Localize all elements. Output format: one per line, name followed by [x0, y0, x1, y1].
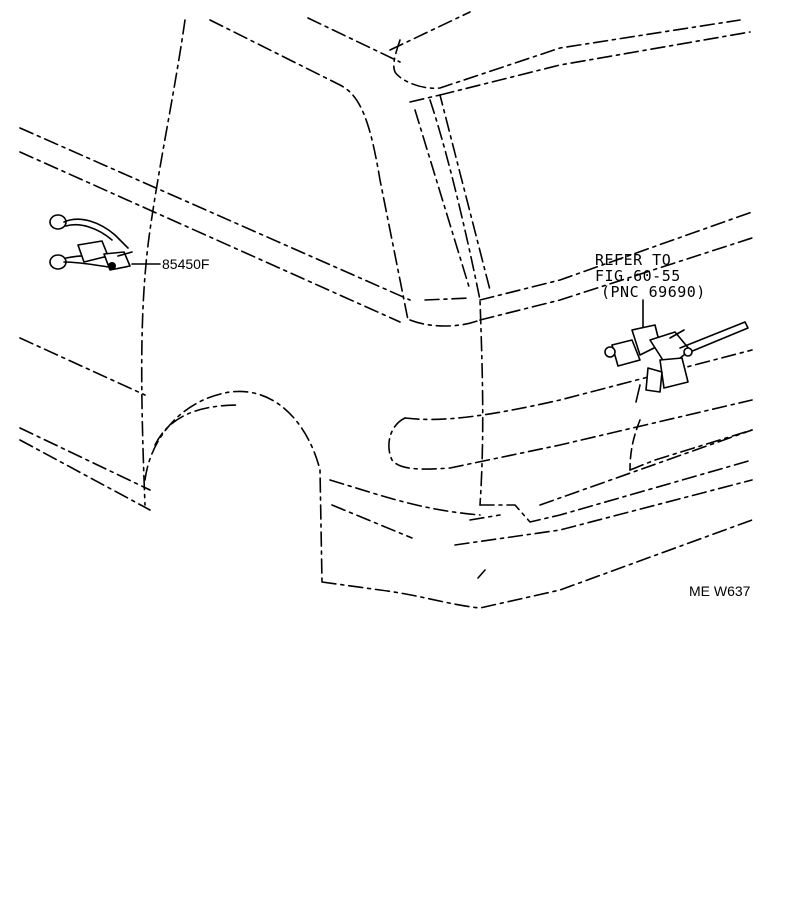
reference-note: REFER TO FIG.60-55 (PNC 69690) — [595, 251, 706, 301]
part-number-label: 85450F — [162, 256, 209, 272]
door-lock-assembly — [604, 299, 749, 403]
reference-note-line3: (PNC 69690) — [601, 283, 706, 301]
wire-harness-part — [49, 214, 161, 271]
reference-note-line2: FIG.60-55 — [595, 267, 681, 285]
reference-note-line1: REFER TO — [595, 251, 671, 269]
vehicle-body-outline — [19, 11, 753, 609]
figure-code: ME W637 — [689, 583, 751, 599]
